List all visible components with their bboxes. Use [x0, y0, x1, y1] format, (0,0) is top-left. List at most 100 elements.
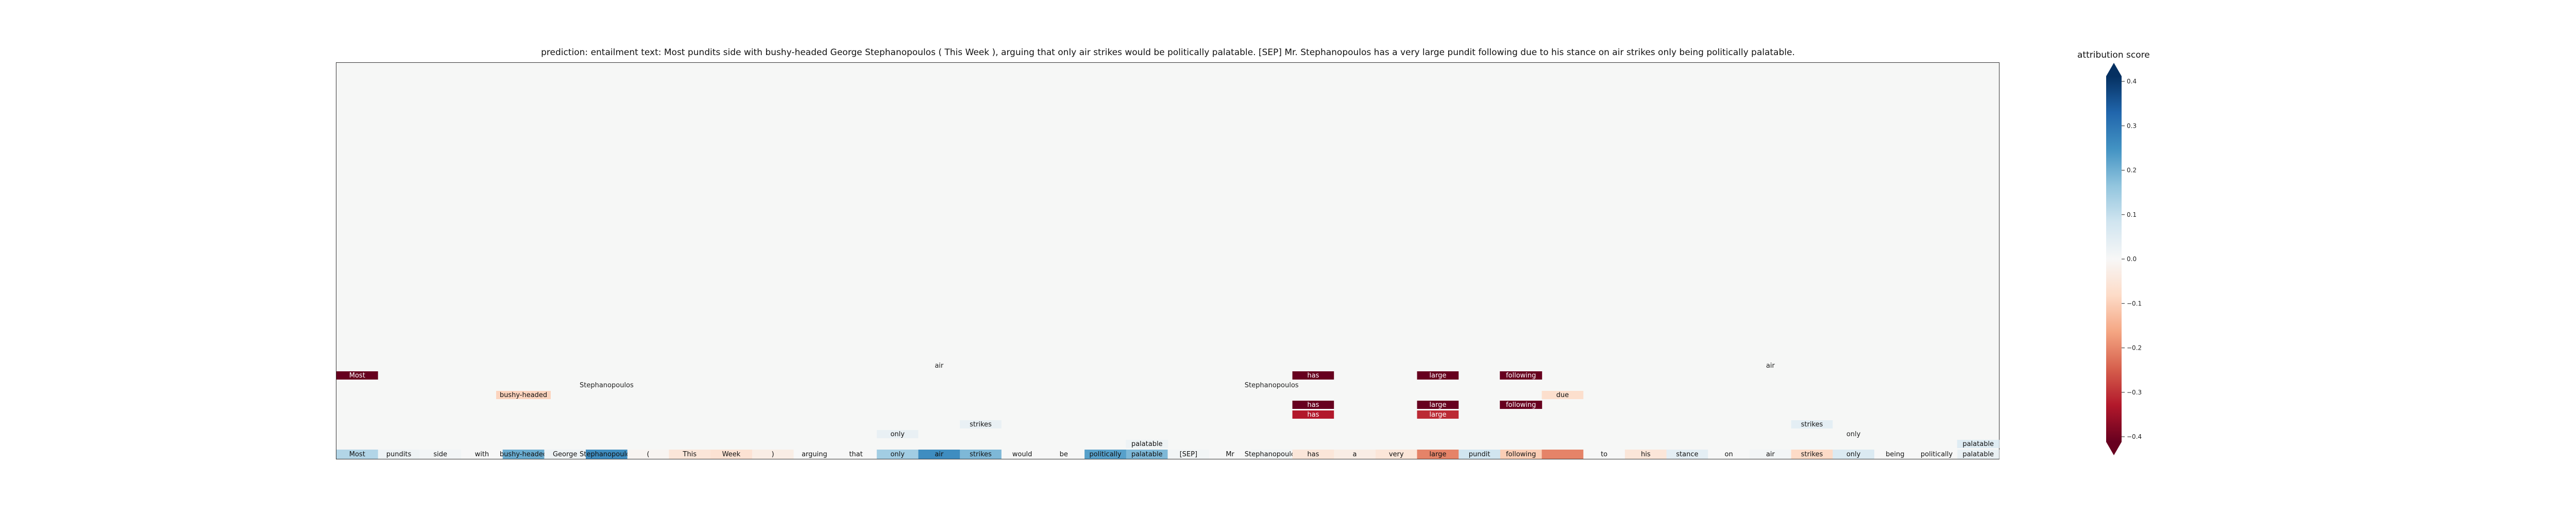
overlay-token-label: following — [1506, 372, 1536, 380]
token-cell — [1624, 450, 1667, 459]
overlay-token-cell — [1500, 371, 1543, 380]
token-cell — [544, 450, 586, 459]
token-cell — [1084, 450, 1127, 459]
overlay-token-label: strikes — [1801, 421, 1823, 428]
colorbar-tick-label: −0.4 — [2127, 433, 2142, 440]
overlay-token-label: palatable — [1962, 440, 1994, 448]
overlay-token-label: only — [890, 431, 905, 438]
token-cell — [1209, 450, 1251, 459]
colorbar-tick-label: −0.2 — [2127, 345, 2142, 352]
colorbar-tick-label: 0.3 — [2127, 122, 2137, 129]
overlay-token-label: air — [935, 362, 944, 370]
overlay-token-cell — [1292, 401, 1334, 409]
token-cell — [1916, 450, 1958, 459]
colorbar: 0.40.30.20.10.0−0.1−0.2−0.3−0.4 — [2106, 63, 2142, 455]
token-cell — [1874, 450, 1917, 459]
overlay-token-label: has — [1307, 411, 1319, 419]
overlay-token-cell — [876, 430, 919, 438]
token-label: side — [433, 451, 447, 458]
token-cell — [1334, 450, 1376, 459]
token-cell — [1791, 450, 1833, 459]
colorbar-tick-label: 0.2 — [2127, 167, 2137, 174]
token-label: George — [553, 451, 577, 458]
token-label: arguing — [802, 451, 827, 458]
overlay-token-cell — [1292, 410, 1334, 419]
overlay-token-cell — [1292, 371, 1334, 380]
token-label: Stephanopoulos — [1245, 451, 1299, 458]
overlay-token-label: due — [1556, 391, 1569, 399]
token-label: a — [1353, 451, 1357, 458]
token-cell — [1417, 450, 1459, 459]
token-cell — [793, 450, 836, 459]
overlay-token-label: Stephanopoulos — [580, 382, 634, 389]
token-cell — [1583, 450, 1625, 459]
overlay-token-label: palatable — [1131, 440, 1163, 448]
token-label: with — [475, 451, 489, 458]
plot-area — [336, 62, 1999, 459]
token-label: would — [1012, 451, 1032, 458]
token-label: only — [1846, 451, 1861, 458]
token-cell — [1126, 450, 1168, 459]
token-label: strikes — [970, 451, 992, 458]
token-label: pundits — [386, 451, 412, 458]
token-label: ) — [772, 451, 774, 458]
token-label: Mr — [1226, 451, 1234, 458]
token-cell — [876, 450, 919, 459]
token-cell — [1375, 450, 1418, 459]
token-label: politically — [1089, 451, 1121, 458]
token-cell — [1001, 450, 1043, 459]
token-label: palatable — [1131, 451, 1163, 458]
colorbar-label: attribution score — [2077, 50, 2150, 60]
token-cell — [461, 450, 503, 459]
overlay-token-cell — [1541, 391, 1584, 399]
page-title: prediction: entailment text: Most pundit… — [541, 47, 1795, 58]
overlay-token-cell — [1791, 420, 1833, 428]
token-cell — [960, 450, 1002, 459]
token-cell — [1541, 450, 1584, 459]
colorbar-gradient — [2106, 76, 2122, 442]
token-cell — [1167, 450, 1210, 459]
token-label: strikes — [1801, 451, 1823, 458]
token-label: only — [890, 451, 905, 458]
colorbar-extend-max — [2106, 63, 2122, 76]
overlay-token-label: air — [1766, 362, 1775, 370]
token-label: air — [1766, 451, 1775, 458]
overlay-token-label: Stephanopoulos — [1245, 382, 1299, 389]
token-cell — [918, 450, 960, 459]
token-label: Stephanopoulos — [580, 451, 634, 458]
token-cell — [835, 450, 877, 459]
token-label: to — [1601, 451, 1607, 458]
token-label: being — [1886, 451, 1904, 458]
token-cell — [710, 450, 753, 459]
token-label: pundit — [1469, 451, 1490, 458]
colorbar-tick-label: 0.0 — [2127, 255, 2137, 263]
overlay-token-label: large — [1429, 372, 1446, 380]
token-cell — [1833, 450, 1875, 459]
token-label: ( — [647, 451, 650, 458]
token-label: be — [1060, 451, 1068, 458]
token-cell — [1708, 450, 1750, 459]
token-label: on — [1724, 451, 1733, 458]
overlay-token-cell — [1500, 401, 1543, 409]
colorbar-tick-label: −0.1 — [2127, 300, 2142, 307]
overlay-token-cell — [1126, 440, 1168, 448]
token-cell — [1957, 450, 1999, 459]
overlay-token-cell — [1417, 410, 1459, 419]
token-label: politically — [1921, 451, 1953, 458]
token-cell — [669, 450, 711, 459]
overlay-token-cell — [496, 391, 551, 399]
token-label: [SEP] — [1180, 451, 1197, 458]
overlay-token-cell — [1957, 440, 1999, 448]
token-cell — [1459, 450, 1501, 459]
token-label: his — [1641, 451, 1651, 458]
colorbar-tick-label: 0.4 — [2127, 78, 2137, 85]
token-cell — [378, 450, 420, 459]
token-cell — [1250, 450, 1293, 459]
token-cell — [627, 450, 669, 459]
overlay-token-cell — [960, 420, 1002, 428]
token-label: large — [1429, 451, 1446, 458]
overlay-token-label: bushy-headed — [500, 391, 547, 399]
overlay-token-cell — [1417, 401, 1459, 409]
token-label: following — [1506, 451, 1536, 458]
